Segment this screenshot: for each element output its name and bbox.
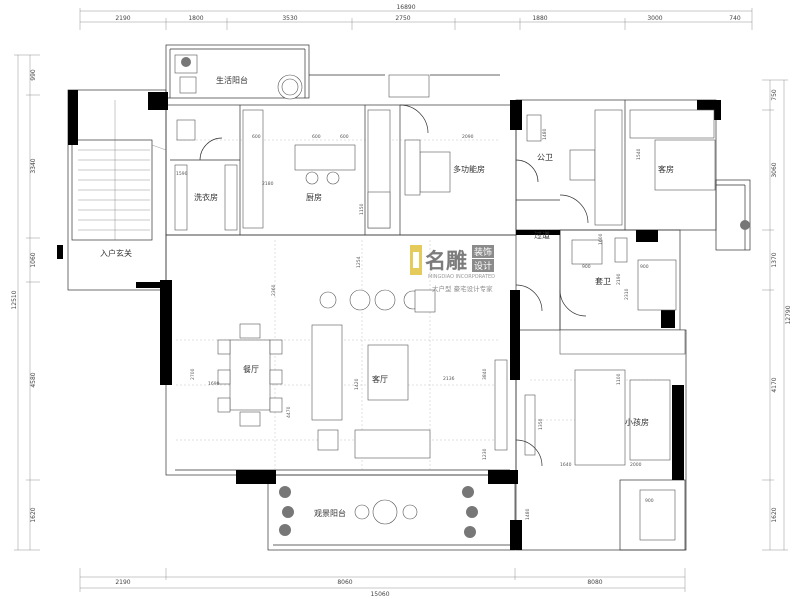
bottom-dim-3: 8080 [587,579,602,586]
plant-icon [740,220,750,230]
left-dim-4: 4580 [30,372,37,387]
logo-text: 名雕 [425,248,467,273]
inner-dim: 1590 [176,171,188,177]
room-label-dining: 餐厅 [243,365,259,374]
plant-icon [181,57,191,67]
inner-dim: 2310 [624,288,630,300]
logo-english: MINGDIAO INCORPORATED [428,274,495,280]
inner-dim: 1540 [636,148,642,160]
top-dim-3: 3530 [282,15,297,22]
inner-dim: 900 [582,264,591,270]
inner-dim: 2190 [616,273,622,285]
top-dimension-chain: 16890 2190 1800 3530 2750 1880 3000 740 [79,4,753,30]
right-dim-3: 1370 [771,252,778,267]
inner-dim: 2700 [190,368,196,380]
inner-dim: 4470 [286,406,292,418]
room-label-kitchen: 厨房 [306,192,322,202]
furniture [174,54,716,541]
inner-dim: 2000 [630,462,642,468]
inner-dim: 900 [640,264,649,270]
inner-dim: 1254 [356,256,362,268]
right-dim-2: 3060 [771,162,778,177]
door-swings [199,104,589,467]
room-label-entrance: 入户玄关 [100,248,132,258]
room-label-guest-room: 客房 [658,164,674,174]
inner-dim: 900 [645,498,654,504]
bottom-dimension-chain: 2190 8060 8080 15060 [79,568,686,598]
watermark-logo: 名雕 装饰 设计 MINGDIAO INCORPORATED 大户型 豪宅设计专… [410,245,495,293]
inner-dim: 1640 [560,462,572,468]
right-dim-5: 1620 [771,507,778,522]
plant-icon [466,506,478,518]
inner-dim: 1600 [598,233,604,245]
room-label-living: 客厅 [372,374,388,384]
inner-dim: 2136 [443,376,455,382]
inner-dim: 1100 [616,373,622,385]
inner-dimensions: 600 600 600 2090 1150 1480 1540 1590 218… [176,128,654,520]
top-dim-5: 1880 [532,15,547,22]
plant-icon [462,486,474,498]
right-dim-4: 4170 [771,377,778,392]
inner-dim: 600 [252,134,261,140]
room-label-view-balcony: 观景阳台 [314,508,346,518]
inner-dim: 1480 [542,128,548,140]
inner-dim: 600 [312,134,321,140]
inner-dim: 1230 [482,448,488,460]
top-dim-6: 3000 [647,15,662,22]
left-dim-2: 3340 [30,158,37,173]
inner-dim: 3840 [482,368,488,380]
plant-icon [279,524,291,536]
plants [181,57,750,538]
left-dimension-chain: 990 3340 1060 4580 1620 12510 [11,54,40,551]
bottom-total-dim: 15060 [370,591,389,598]
inner-dim: 1420 [354,378,360,390]
inner-dim: 2180 [262,181,274,187]
room-labels: 生活阳台 洗衣房 厨房 多功能房 公卫 客房 入户玄关 过道 套卫 餐厅 客厅 … [100,75,674,518]
inner-dim: 600 [340,134,349,140]
room-label-laundry: 洗衣房 [194,192,218,202]
room-label-corridor: 过道 [534,230,550,240]
inner-dim: 1690 [208,381,220,387]
room-label-kids-room: 小孩房 [625,417,649,427]
plant-icon [279,486,291,498]
logo-tagline: 大户型 豪宅设计专家 [432,284,493,293]
left-dim-1: 990 [30,69,37,81]
left-total-dim: 12510 [11,290,18,309]
inner-dim: 1480 [525,508,531,520]
room-label-multi-room: 多功能房 [453,164,485,174]
left-dim-5: 1620 [30,507,37,522]
room-label-service-balcony: 生活阳台 [216,75,248,85]
right-total-dim: 12790 [785,305,792,324]
left-dim-3: 1060 [30,252,37,267]
right-dim-1: 750 [771,89,778,101]
bottom-dim-2: 8060 [337,579,352,586]
top-dim-4: 2750 [395,15,410,22]
plant-icon [464,526,476,538]
logo-box-top: 装饰 [474,246,492,258]
room-label-master-bath: 套卫 [595,276,611,286]
inner-dim: 1350 [538,418,544,430]
logo-box-bottom: 设计 [474,260,492,272]
entrance-stair [78,100,167,240]
room-label-public-bath: 公卫 [537,153,553,162]
right-dimension-chain: 750 3060 1370 4170 1620 12790 [762,79,792,551]
bottom-dim-1: 2190 [115,579,130,586]
top-total-dim: 16890 [396,4,415,11]
top-dim-7: 740 [729,15,741,22]
inner-dim: 2360 [271,284,277,296]
inner-dim: 1150 [359,203,365,215]
inner-dim: 2090 [462,134,474,140]
top-dim-1: 2190 [115,15,130,22]
plant-icon [282,506,294,518]
top-dim-2: 1800 [188,15,203,22]
